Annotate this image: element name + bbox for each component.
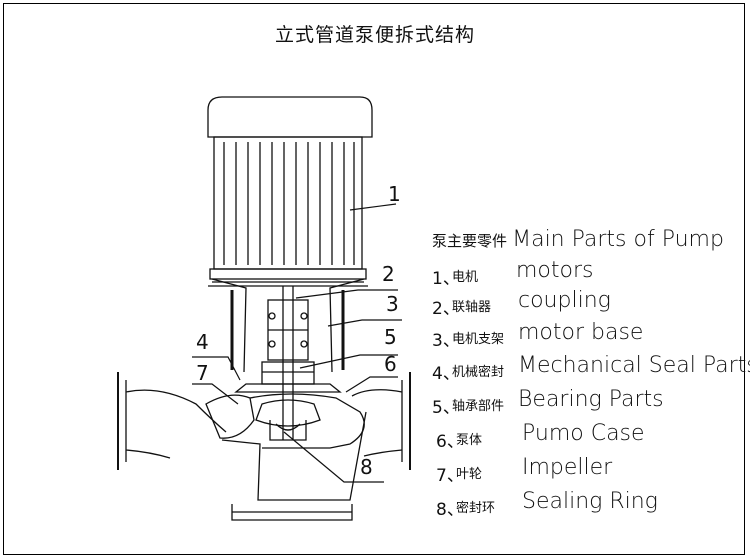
legend-item: 1、 电机 motors <box>432 258 594 289</box>
legend-header-en: Main Parts of Pump <box>512 227 724 252</box>
legend-header: 泵主要零件 Main Parts of Pump <box>432 227 724 252</box>
leader-lines <box>192 203 402 483</box>
callout-7: 7 <box>196 361 209 385</box>
legend-item: 4、 机械密封 Mechanical Seal Parts <box>432 353 750 384</box>
shaft-and-coupling <box>267 286 309 440</box>
motor-base <box>208 278 368 373</box>
callout-4: 4 <box>196 330 209 354</box>
seal-and-bearing <box>234 361 342 393</box>
callout-8: 8 <box>360 455 373 479</box>
legend-item: 2、 联轴器 coupling <box>432 288 611 319</box>
motor-cap <box>207 96 373 138</box>
callout-5: 5 <box>384 325 397 349</box>
impeller <box>255 399 321 441</box>
callout-6: 6 <box>384 352 397 376</box>
callout-3: 3 <box>386 292 399 316</box>
legend-item: 3、 电机支架 motor base <box>432 320 644 351</box>
legend-item: 7、 叶轮 Impeller <box>436 455 613 486</box>
legend-item: 6、 泵体 Pumo Case <box>436 421 645 452</box>
legend-item: 8、 密封环 Sealing Ring <box>436 489 658 520</box>
legend-header-cn: 泵主要零件 <box>432 232 508 250</box>
callout-1: 1 <box>388 182 401 206</box>
callout-2: 2 <box>382 262 395 286</box>
motor-body <box>209 136 367 280</box>
drawing-frame <box>3 3 745 555</box>
drawing-title: 立式管道泵便拆式结构 <box>274 24 475 46</box>
pump-case <box>117 372 411 521</box>
legend-item: 5、 轴承部件 Bearing Parts <box>432 387 664 418</box>
